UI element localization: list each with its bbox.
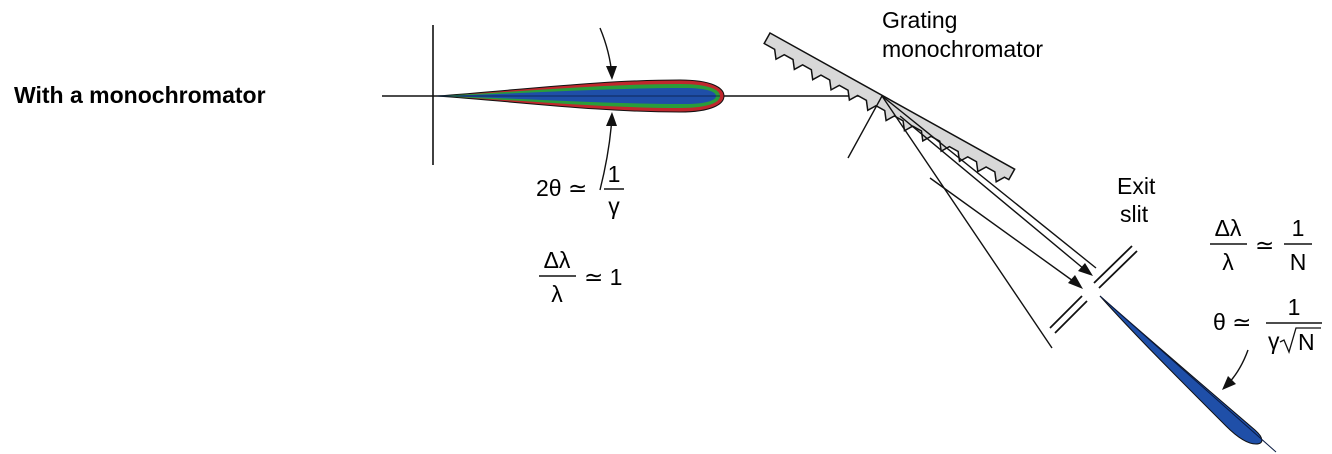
mono-bandwidth-denominator: λ — [1222, 249, 1234, 275]
mono-bandwidth-rhs-denominator: N — [1290, 249, 1307, 275]
grating-label-line1: Grating — [882, 7, 957, 33]
mono-angle-numerator: 1 — [1288, 294, 1301, 320]
mono-angle-denominator-gamma: γ — [1268, 328, 1280, 354]
monochromatic-beam — [1099, 295, 1277, 453]
undulator-bandwidth-denominator: λ — [551, 281, 563, 307]
undulator-bandwidth-numerator: Δλ — [544, 247, 571, 273]
undulator-bandwidth-rhs: ≃ 1 — [584, 264, 622, 290]
ray-arrowhead-lower — [1068, 275, 1083, 289]
diffracted-ray-outer-upper — [881, 95, 1097, 269]
divergence-arrows — [599, 27, 617, 191]
undulator-beam — [436, 79, 725, 113]
undulator-angle-denominator: γ — [608, 193, 620, 219]
mono-angle-sqrt-sign — [1279, 327, 1321, 354]
output-beam-body — [1099, 295, 1263, 445]
undulator-angle-formula: 2θ ≃ 1 γ — [536, 161, 624, 219]
diffracted-ray-mid-upper — [899, 115, 1091, 275]
mono-bandwidth-operator: ≃ — [1255, 232, 1274, 258]
mono-bandwidth-rhs-numerator: 1 — [1292, 215, 1305, 241]
undulator-bandwidth-formula: Δλ λ ≃ 1 — [539, 247, 622, 307]
diffracted-ray-mid-lower — [929, 177, 1081, 287]
output-beam-core-line — [1099, 295, 1277, 453]
exit-slit-label-line1: Exit — [1117, 173, 1156, 199]
exit-slit-upper-blade-a — [1093, 245, 1133, 284]
mono-bandwidth-formula: Δλ λ ≃ 1 N — [1210, 215, 1312, 275]
exit-slit-lower-blade-a — [1049, 295, 1083, 329]
diffracted-ray-outer-lower — [881, 95, 1053, 349]
mono-angle-denominator-radicand: N — [1298, 329, 1315, 355]
grating-incidence-line — [847, 95, 883, 159]
output-beam-arrowhead — [1222, 376, 1236, 390]
exit-slit-upper-blade-b — [1098, 250, 1138, 289]
undulator-angle-numerator: 1 — [608, 161, 621, 187]
undulator-angle-lhs: 2θ ≃ — [536, 175, 587, 201]
exit-slit-label-line2: slit — [1120, 201, 1149, 227]
grating-label-line2: monochromator — [882, 36, 1043, 62]
mono-angle-formula: θ ≃ 1 γ N — [1213, 294, 1322, 355]
exit-slit — [1049, 245, 1138, 334]
mono-bandwidth-numerator: Δλ — [1215, 215, 1242, 241]
mono-angle-lhs: θ ≃ — [1213, 309, 1251, 335]
ray-arrowhead-upper — [1078, 263, 1093, 276]
diagram-title: With a monochromator — [14, 82, 266, 108]
diffracted-rays — [881, 95, 1097, 349]
divergence-arrowhead-bottom — [606, 112, 617, 126]
divergence-arrowhead-top — [606, 66, 617, 80]
exit-slit-lower-blade-b — [1054, 300, 1088, 334]
